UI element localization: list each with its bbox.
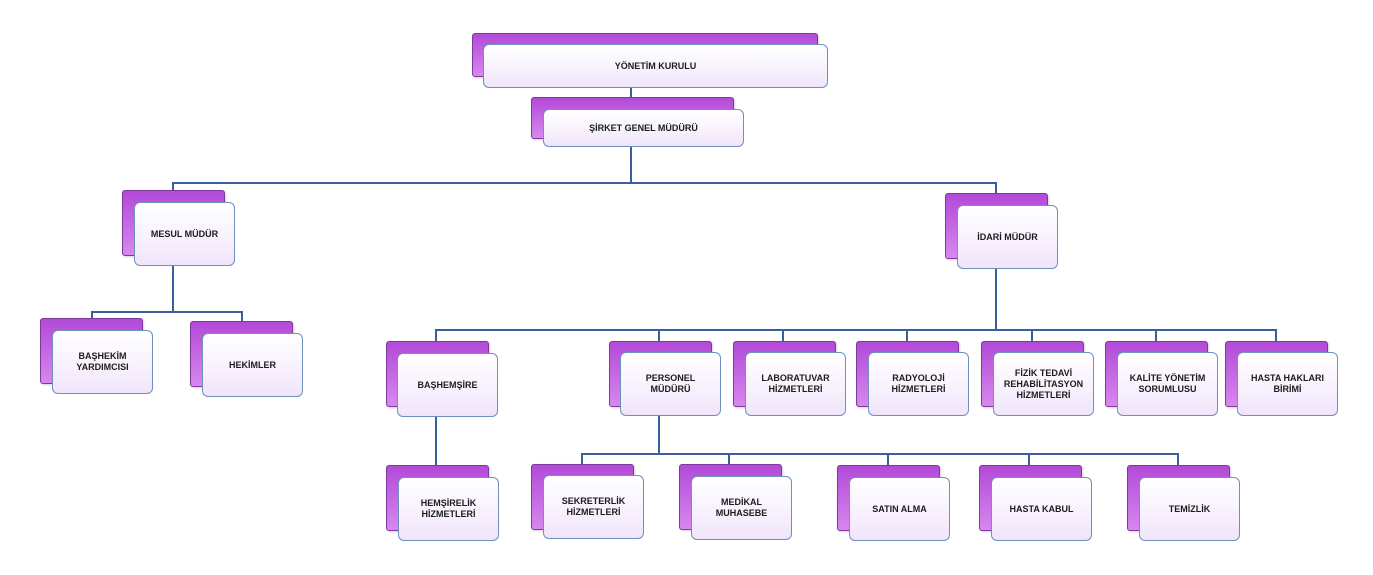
node-label: SATIN ALMA: [849, 477, 950, 541]
node-label: SEKRETERLİK HİZMETLERİ: [543, 475, 644, 539]
node-label: KALİTE YÖNETİM SORUMLUSU: [1117, 352, 1218, 416]
node-label: MESUL MÜDÜR: [134, 202, 235, 266]
node-label: YÖNETİM KURULU: [483, 44, 828, 88]
node-label: TEMİZLİK: [1139, 477, 1240, 541]
node-label: LABORATUVAR HİZMETLERİ: [745, 352, 846, 416]
node-label: HASTA HAKLARI BİRİMİ: [1237, 352, 1338, 416]
node-label: HASTA KABUL: [991, 477, 1092, 541]
node-label: ŞİRKET GENEL MÜDÜRÜ: [543, 109, 744, 147]
node-label: BAŞHEKİM YARDIMCISI: [52, 330, 153, 394]
node-label: HEKİMLER: [202, 333, 303, 397]
node-label: RADYOLOJİ HİZMETLERİ: [868, 352, 969, 416]
node-label: İDARİ MÜDÜR: [957, 205, 1058, 269]
node-label: BAŞHEMŞİRE: [397, 353, 498, 417]
node-label: FİZİK TEDAVİ REHABİLİTASYON HİZMETLERİ: [993, 352, 1094, 416]
node-label: HEMŞİRELİK HİZMETLERİ: [398, 477, 499, 541]
node-label: MEDİKAL MUHASEBE: [691, 476, 792, 540]
node-label: PERSONEL MÜDÜRÜ: [620, 352, 721, 416]
